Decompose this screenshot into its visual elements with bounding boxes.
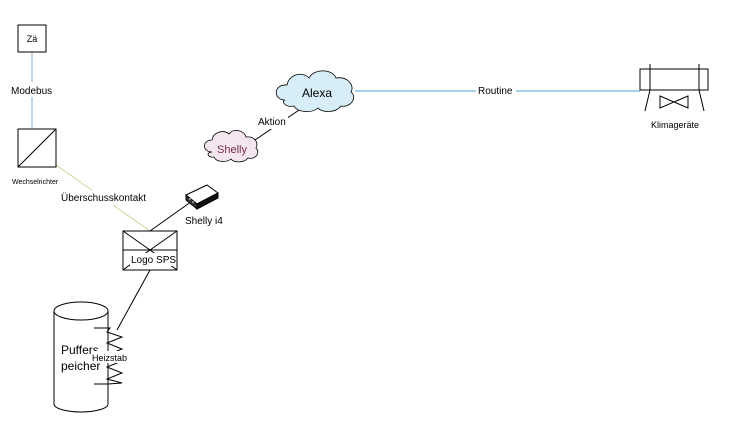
- shelly-device-label: Shelly i4: [185, 216, 223, 227]
- tank-icon: [53, 301, 109, 413]
- logo-to-heater-line: [116, 269, 151, 331]
- buffer-tank-label-line2: peicher: [61, 359, 100, 373]
- buffer-tank-node: Puffers peicher: [53, 301, 109, 413]
- logo-to-shelly-line: [149, 198, 196, 232]
- shelly-cloud-label: Shelly: [217, 144, 247, 156]
- logo-sps-node: Logo SPS: [122, 230, 178, 271]
- heater-node: Heizstab: [91, 327, 131, 385]
- inverter-label: Wechselrichter: [12, 179, 59, 186]
- buffer-tank-label-line1: Puffers: [61, 343, 99, 357]
- inverter-icon: [17, 128, 57, 168]
- meter-label: Zä: [27, 34, 38, 44]
- cloud-icon: [275, 70, 355, 112]
- aircon-label: Klimageräte: [651, 120, 699, 130]
- meter-box-icon: [17, 24, 47, 53]
- routine-label: Routine: [478, 86, 513, 97]
- alexa-cloud-label: Alexa: [302, 86, 332, 100]
- inverter-node: Wechselrichter: [12, 128, 59, 186]
- alexa-cloud-node: Alexa: [275, 70, 355, 112]
- modbus-label: Modebus: [11, 86, 52, 97]
- aircon-node: Klimageräte: [639, 64, 709, 130]
- cloud-icon: [204, 130, 259, 163]
- surplus-contact-label: Überschusskontakt: [61, 192, 146, 204]
- shelly-device-node: Shelly i4: [185, 184, 223, 227]
- action-label: Aktion: [258, 117, 286, 128]
- meter-node: Zä: [17, 24, 47, 53]
- logo-sps-label: Logo SPS: [131, 255, 176, 266]
- shelly-device-icon: [185, 184, 219, 211]
- shelly-cloud-node: Shelly: [204, 130, 259, 163]
- heater-label: Heizstab: [92, 353, 127, 363]
- air-conditioner-icon: [639, 64, 709, 112]
